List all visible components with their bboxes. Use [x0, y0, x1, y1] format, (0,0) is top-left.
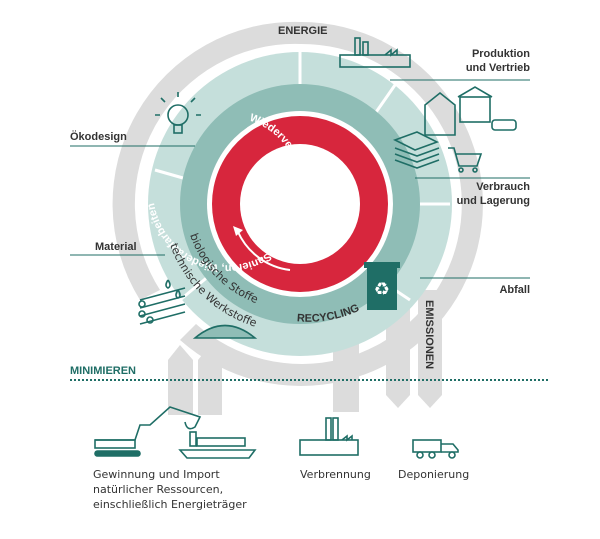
produktion-label-2: und Vertrieb [466, 62, 530, 74]
gewinnung-caption-3: einschließlich Energieträger [93, 498, 247, 511]
center-circle [240, 144, 360, 264]
emission-arrow [418, 290, 442, 408]
emissionen-label: EMISSIONEN [423, 300, 435, 369]
paper-stack-icon [392, 131, 440, 169]
verbrennung-caption: Verbrennung [300, 468, 371, 481]
granulate-icon [192, 324, 258, 339]
cars-icon [491, 119, 517, 131]
energie-label: ENERGIE [278, 25, 328, 37]
lightbulb-recycle-icon [155, 92, 201, 134]
logs-icon [138, 287, 186, 325]
cycle-arrow [237, 231, 291, 271]
truck-icon [412, 439, 459, 459]
verbrauch-label-2: und Lagerung [457, 195, 530, 207]
shopping-cart-icon [448, 147, 483, 173]
oekodesign-label: Ökodesign [70, 130, 127, 143]
verbrauch-label: Verbrauch [476, 181, 530, 193]
recycling-bin-icon: ♻ [364, 262, 400, 310]
svg-text:♻: ♻ [374, 279, 390, 300]
ship-icon [178, 431, 257, 459]
material-label: Material [95, 241, 137, 253]
factory-icon [339, 37, 411, 68]
incinerator-icon [299, 417, 359, 456]
abfall-label: Abfall [499, 284, 530, 296]
excavator-icon [94, 406, 202, 457]
produktion-label: Produktion [472, 48, 530, 60]
minimieren-label: MINIMIEREN [70, 365, 136, 377]
houses-icon [424, 86, 493, 136]
gewinnung-caption-2: natürlicher Ressourcen, [93, 483, 223, 496]
inflow-arrow [168, 345, 193, 415]
leader-lines [70, 79, 530, 279]
gewinnung-caption: Gewinnung und Import [93, 468, 220, 481]
deponierung-caption: Deponierung [398, 468, 469, 481]
